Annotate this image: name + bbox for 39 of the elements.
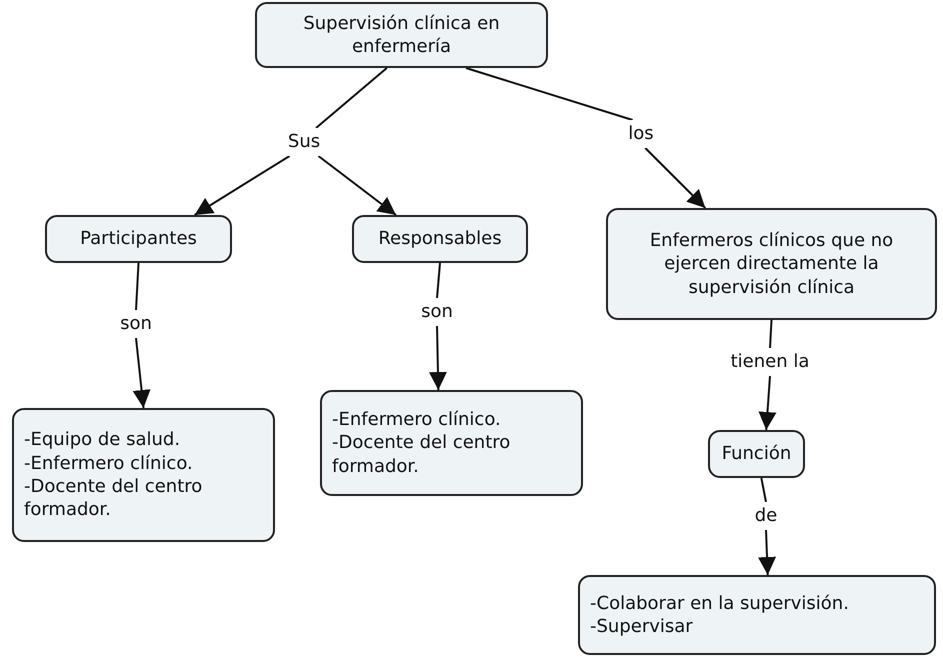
arrow <box>318 155 397 216</box>
concept-text: -Enfermero clínico. <box>332 408 501 432</box>
concept-text: Función <box>722 442 792 466</box>
linking-phrase: Sus <box>288 130 320 154</box>
concept-box <box>45 215 232 263</box>
concept-text: -Docente del centro formador. <box>332 431 512 478</box>
concept-box <box>578 575 936 655</box>
connector-line <box>135 262 140 310</box>
linking-phrase: los <box>628 122 654 146</box>
connector-line <box>769 320 772 348</box>
linking-phrase: son <box>421 300 453 324</box>
arrow <box>758 376 776 430</box>
connector-line <box>315 67 388 129</box>
concept-text: -Equipo de salud. <box>24 428 180 452</box>
connector-line <box>760 478 767 502</box>
connector-line <box>436 262 441 298</box>
linking-phrase: de <box>754 504 778 528</box>
arrow <box>428 326 447 390</box>
arrow <box>758 530 776 576</box>
concept-box <box>708 430 805 478</box>
concept-box <box>12 408 275 542</box>
concept-box <box>320 390 583 496</box>
concept-text: -Enfermero clínico. <box>24 452 193 475</box>
concept-text: Enfermeros clínicos que no ejercen directamente la supervisión clínica <box>648 228 894 300</box>
linking-phrase: son <box>120 312 152 336</box>
arrow <box>132 338 151 408</box>
concept-box <box>352 215 528 263</box>
concept-text: -Supervisar <box>590 615 693 638</box>
arrow <box>644 147 706 209</box>
concept-text: Supervisión clínica en enfermería <box>302 12 501 58</box>
connector-line <box>466 67 633 121</box>
concept-text: -Docente del centro formador. <box>24 475 204 522</box>
concept-text: Participantes <box>80 227 197 251</box>
concept-text: Responsables <box>378 227 502 251</box>
concept-text: -Colaborar en la supervisión. <box>590 592 849 615</box>
concept-box <box>255 2 548 68</box>
concept-box <box>606 208 937 320</box>
linking-phrase: tienen la <box>730 350 810 374</box>
arrow <box>194 155 290 216</box>
